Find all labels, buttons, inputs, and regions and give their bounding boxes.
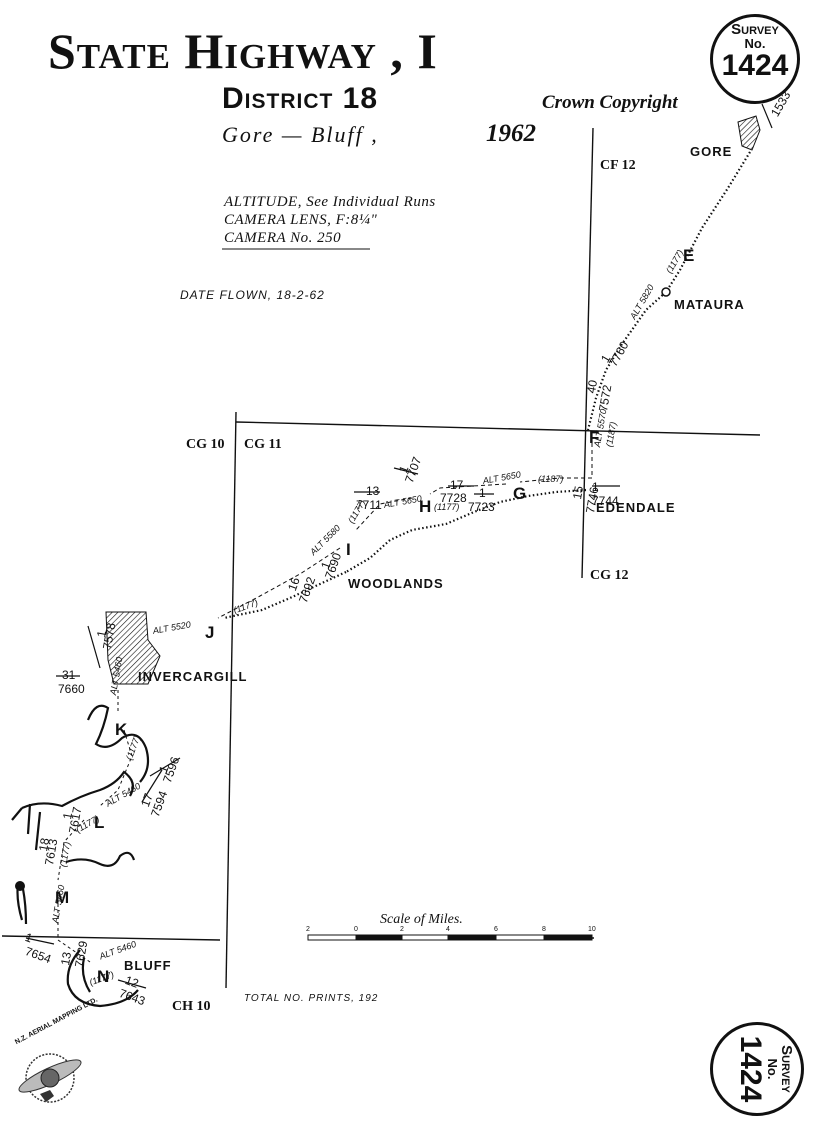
place-label: MATAURA <box>674 297 745 312</box>
camera-info: CAMERA No. 250 <box>224 230 342 246</box>
photo-number: 40 <box>584 378 601 395</box>
run-letter: M <box>55 888 70 907</box>
run-letter: F <box>589 428 600 447</box>
place-label: EDENDALE <box>596 500 676 515</box>
survey-badge-top-number: 1424 <box>721 49 789 82</box>
run-letter: L <box>94 813 105 832</box>
grid-line-vertical-west <box>225 411 237 989</box>
run-i-j <box>217 547 341 619</box>
year-label: 1962 <box>486 120 536 147</box>
aerial-mapping-logo: N.Z. AERIAL MAPPING LTD. <box>10 997 100 1112</box>
photo-number: 1 <box>592 480 599 494</box>
scale-tick-label: 8 <box>542 926 546 933</box>
run-g-h <box>429 483 507 495</box>
scale-tick-label: 0 <box>354 926 358 933</box>
grid-line-horizontal-upper <box>235 421 761 436</box>
gore-area <box>737 115 761 151</box>
run-m-n <box>57 898 91 963</box>
scale-tick-label: 2 <box>400 926 404 933</box>
scale-tick-label: 2 <box>306 926 310 933</box>
southern-runs <box>57 690 133 963</box>
grid-line-horizontal-lower <box>1 935 221 941</box>
run-letter: N <box>97 967 110 986</box>
estuary-k <box>86 704 150 783</box>
flight-runs <box>217 436 593 619</box>
photo-label-dividers <box>25 103 773 989</box>
photo-number: 7723 <box>468 500 495 514</box>
run-letter: J <box>205 623 215 642</box>
grid-lines <box>1 127 761 989</box>
survey-badge-bottom: Survey No. 1424 <box>710 1022 804 1116</box>
run-f-g <box>519 436 593 483</box>
highway-gore-mataura <box>586 151 751 431</box>
survey-badge-top-no: No. <box>744 36 766 51</box>
photo-number: 7744 <box>592 494 619 508</box>
grid-label: CH 10 <box>172 999 211 1014</box>
lens-info: CAMERA LENS, F:8¼" <box>224 212 378 228</box>
run-letter: H <box>419 497 432 516</box>
photo-number: 1 <box>479 486 486 500</box>
route-label: Gore — Bluff , <box>222 122 379 147</box>
survey-badge-bottom-label: Survey <box>778 1045 795 1093</box>
invercargill-area <box>105 611 161 685</box>
total-prints: TOTAL NO. PRINTS, 192 <box>244 993 379 1004</box>
mataura-marker <box>661 287 671 297</box>
scale-tick-label: 6 <box>494 926 498 933</box>
district-label: District 18 <box>222 82 379 115</box>
photo-number: 7728 <box>440 491 467 505</box>
photo-number: 7711 <box>356 498 382 512</box>
altitude-label: (1187) <box>538 474 564 484</box>
place-label: BLUFF <box>124 958 172 973</box>
run-letter: K <box>115 720 128 739</box>
altitude-label: (1177) <box>434 502 460 512</box>
run-k-l <box>99 729 133 807</box>
survey-badge-bottom-no: No. <box>765 1058 780 1080</box>
highway-edendale-woodlands <box>345 488 587 573</box>
place-label: GORE <box>690 144 733 159</box>
run-l-m <box>57 819 85 881</box>
run-letter: G <box>513 484 527 503</box>
photo-number: 7660 <box>58 682 85 696</box>
scale-tick-label: 10 <box>588 926 596 933</box>
run-letter: E <box>683 246 695 265</box>
highway-woodlands-invercargill <box>223 571 347 620</box>
run-h-i <box>355 497 413 531</box>
coastline <box>11 704 150 1008</box>
place-label: WOODLANDS <box>348 576 444 591</box>
grid-label: CG 11 <box>244 437 282 452</box>
estuary-m <box>65 851 136 867</box>
survey-badge-bottom-number: 1424 <box>734 1035 767 1103</box>
grid-label: CF 12 <box>600 158 636 173</box>
altitude-info: ALTITUDE, See Individual Runs <box>224 194 436 210</box>
grid-label: CG 10 <box>186 437 225 452</box>
survey-badge-top-label: Survey <box>731 21 779 38</box>
photo-number: 15 <box>570 484 587 501</box>
estuary-l <box>21 770 135 810</box>
west-island-dot <box>15 881 25 891</box>
logo-emblem-icon <box>18 1053 82 1103</box>
scale-tick-label: 4 <box>446 926 450 933</box>
photo-number: 17 <box>450 478 464 492</box>
place-label: INVERCARGILL <box>138 669 248 684</box>
town-areas <box>105 115 761 685</box>
survey-badge-top: Survey No. 1424 <box>710 14 800 104</box>
scale-title: Scale of Miles. <box>380 912 463 927</box>
bluff-harbour <box>66 949 139 1008</box>
coast-l-branch <box>11 803 42 851</box>
scale-bar <box>307 934 594 941</box>
grid-line-vertical-east <box>581 127 594 579</box>
map-title: State Highway , I <box>48 23 438 79</box>
run-letter: I <box>346 540 351 559</box>
highway <box>223 151 751 620</box>
photo-number: 31 <box>62 668 76 682</box>
grid-label: CG 12 <box>590 568 629 583</box>
photo-number: 13 <box>366 484 380 498</box>
copyright-label: Crown Copyright <box>542 92 678 113</box>
date-flown: DATE FLOWN, 18-2-62 <box>180 288 325 302</box>
